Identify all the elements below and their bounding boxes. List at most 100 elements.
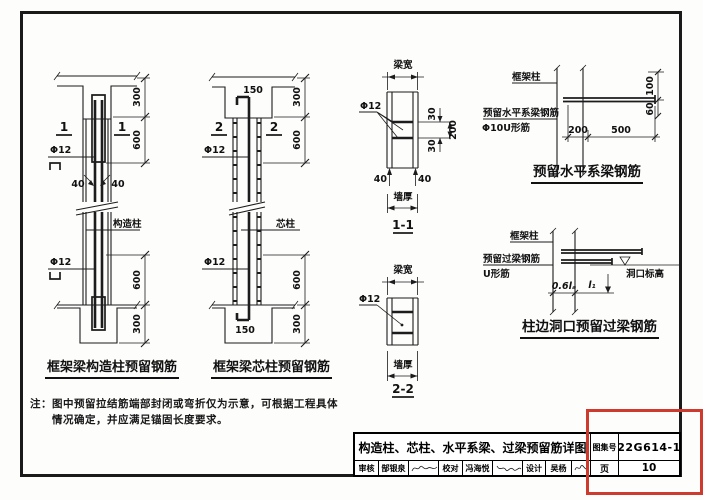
dim-300-top: 300 <box>132 87 143 107</box>
caption-detail-d: 柱边洞口预留过梁钢筋 <box>492 315 687 339</box>
reviewer-name: 郜银泉 <box>379 461 409 475</box>
dim-600-top: 600 <box>292 130 303 150</box>
section-caption: 2-2 <box>392 382 414 396</box>
sheet-title: 构造柱、芯柱、水平系梁、过梁预留筋详图 <box>355 434 591 460</box>
opening-elevation-label: 洞口标高 <box>625 268 665 280</box>
detail-lintel: 0.6lₐ l₁ 框架柱 预留过梁钢筋 U形筋 洞口标高 <box>483 227 682 316</box>
detail-b-labels: 2 2 Φ12 芯柱 Φ12 <box>202 120 300 270</box>
section-caption: 1-1 <box>392 218 414 232</box>
signature-scribble <box>411 465 437 472</box>
dim-06la: 0.6lₐ <box>552 281 576 292</box>
rebar-label-top: Φ12 <box>50 145 71 156</box>
beam-width-label: 梁宽 <box>392 59 413 71</box>
general-note: 注：图中预留拉结筋端部封闭或弯折仅为示意，可根据工程具体 情况确定，并应满足锚固… <box>30 396 360 428</box>
section-mark-1-right: 1 <box>118 120 126 134</box>
dim-40-left: 40 <box>374 174 388 185</box>
section-22-dimensions: 梁宽 墙厚 <box>382 264 424 381</box>
caption-detail-a: 框架梁构造柱预留钢筋 <box>36 356 188 379</box>
dim-30-bottom: 30 <box>427 139 438 153</box>
caption-detail-c: 预留水平系梁钢筋 <box>492 160 682 184</box>
detail-c-labels: 框架柱 预留水平系梁钢筋 Φ10U形筋 <box>482 71 560 134</box>
dim-40-right: 40 <box>418 174 432 185</box>
elevation-symbol <box>619 256 631 266</box>
rebar-label-bottom: Φ12 <box>204 257 225 268</box>
section-22-linework <box>376 297 419 346</box>
u-bar-symbol-down <box>49 162 61 170</box>
caption-detail-b: 框架梁芯柱预留钢筋 <box>194 356 349 379</box>
frame-column-label: 框架柱 <box>510 230 539 242</box>
u-bar-label: U形筋 <box>483 268 510 280</box>
checker-signature <box>493 461 523 475</box>
dim-300-bottom: 300 <box>132 314 143 334</box>
hook-top <box>235 95 249 105</box>
section-11-labels: Φ12 1-1 <box>359 101 414 234</box>
detail-a-linework <box>53 71 141 344</box>
highlight-box <box>586 409 703 495</box>
rebar-label: Φ12 <box>360 101 381 112</box>
section-mark-2-right: 2 <box>270 120 278 134</box>
atlas-no-value: 22G614-1 <box>619 440 679 454</box>
wall-thickness-label: 墙厚 <box>393 191 413 203</box>
signature-scribble <box>574 464 588 471</box>
detail-c-dimensions: 200 500 100 60 <box>562 68 664 142</box>
detail-d-linework <box>549 227 682 316</box>
lintel-bars-label: 预留过梁钢筋 <box>483 253 541 265</box>
section-1-1: 梁宽 30 200 30 40 40 墙厚 Φ12 1-1 <box>359 59 459 234</box>
dim-600-top: 600 <box>132 130 143 150</box>
drawing-frame <box>20 11 682 477</box>
u-bar-label: Φ10U形筋 <box>482 122 531 134</box>
dim-30-top: 30 <box>427 107 438 121</box>
detail-a-dimensions: 300 600 600 300 40 40 <box>71 73 150 348</box>
detail-b-dimensions: 300 600 600 300 150 150 <box>235 73 310 348</box>
rebar-label-bottom: Φ12 <box>50 257 71 268</box>
detail-tie-beam: 200 500 100 60 框架柱 预留水平系梁钢筋 Φ10U形筋 <box>482 64 664 179</box>
dim-40-left: 40 <box>71 179 85 190</box>
designer-name: 吴杨 <box>546 461 572 475</box>
atlas-no-label: 图集号 <box>591 434 619 460</box>
detail-constructional-column: 300 600 600 300 40 40 1 1 Φ12 构造柱 Φ12 <box>48 71 150 348</box>
page-number: 10 <box>641 462 657 474</box>
dim-150-top: 150 <box>243 85 263 96</box>
detail-d-labels: 框架柱 预留过梁钢筋 U形筋 洞口标高 <box>483 230 664 280</box>
dim-200: 200 <box>568 125 588 136</box>
hook-bottom <box>235 313 249 322</box>
section-2-2: 梁宽 墙厚 Φ12 2-2 <box>359 264 424 398</box>
dim-600-bottom: 600 <box>292 270 303 290</box>
designer-label: 设计 <box>523 461 546 475</box>
note-line2: 情况确定，并应满足锚固长度要求。 <box>52 414 228 426</box>
detail-d-dimensions: 0.6lₐ l₁ <box>548 274 614 298</box>
rebar-label: Φ12 <box>359 294 380 305</box>
signature-scribble <box>496 465 521 472</box>
member-label: 芯柱 <box>276 218 296 230</box>
dim-300-top: 300 <box>292 87 303 107</box>
reviewer-signature <box>409 461 439 475</box>
section-11-linework <box>376 91 419 169</box>
checker-name: 冯海悦 <box>463 461 493 475</box>
title-block-row-2: 审核 郜银泉 校对 冯海悦 设计 吴杨 页 10 <box>355 461 679 475</box>
note-line1: 图中预留拉结筋端部封闭或弯折仅为示意，可根据工程具体 <box>52 398 338 410</box>
section-mark-2-left: 2 <box>215 120 223 134</box>
dim-60: 60 <box>645 102 656 116</box>
detail-b-linework <box>208 72 299 344</box>
designer-signature <box>572 461 591 475</box>
dim-100: 100 <box>645 76 656 96</box>
beam-width-label: 梁宽 <box>392 264 413 276</box>
dim-300-bottom: 300 <box>292 314 303 334</box>
reviewer-label: 审核 <box>355 461 379 475</box>
title-block: 构造柱、芯柱、水平系梁、过梁预留筋详图 图集号 22G614-1 审核 郜银泉 … <box>353 432 681 477</box>
section-mark-1-left: 1 <box>60 120 68 134</box>
section-22-labels: Φ12 2-2 <box>359 294 414 398</box>
detail-core-column: 300 600 600 300 150 150 2 2 Φ12 芯柱 Φ12 <box>202 72 310 348</box>
note-prefix: 注： <box>30 398 52 410</box>
dim-40-right: 40 <box>111 179 125 190</box>
dim-200: 200 <box>448 120 459 140</box>
wall-thickness-label: 墙厚 <box>393 359 413 371</box>
tie-beam-bars-label: 预留水平系梁钢筋 <box>483 107 560 119</box>
section-11-dimensions: 梁宽 30 200 30 40 40 墙厚 <box>374 59 459 213</box>
checker-label: 校对 <box>439 461 463 475</box>
detail-a-labels: 1 1 Φ12 构造柱 Φ12 <box>48 120 142 280</box>
dim-150-bottom: 150 <box>235 325 255 336</box>
member-label: 构造柱 <box>113 218 142 230</box>
dim-l1: l₁ <box>588 280 595 291</box>
dim-500: 500 <box>611 125 631 136</box>
